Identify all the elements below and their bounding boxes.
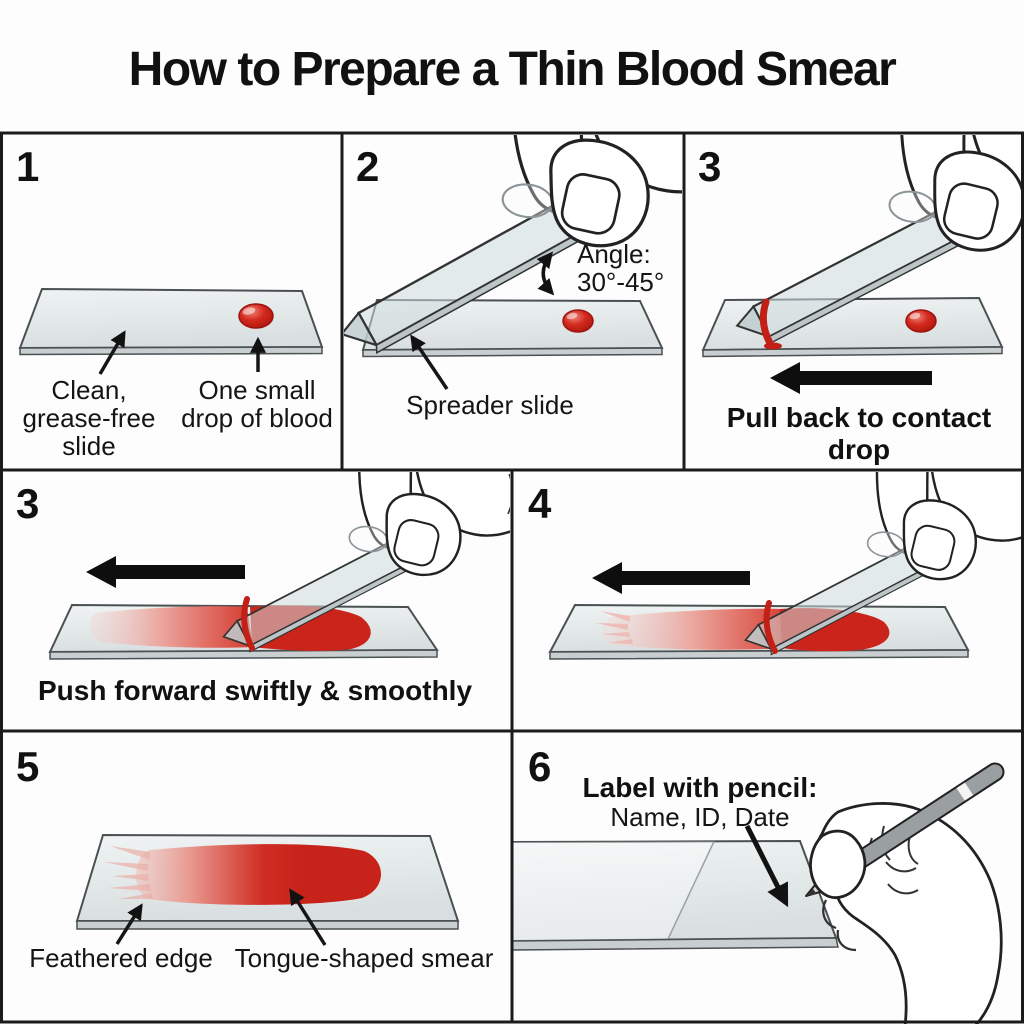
- caption-push-forward: Push forward swiftly & smoothly: [37, 675, 473, 706]
- step-number-1: 1: [16, 143, 40, 190]
- glass-slide-thickness: [511, 937, 839, 951]
- drop-highlight: [909, 312, 921, 320]
- smear-feather-spike: [104, 846, 153, 899]
- label-clean-slide: Clean, grease-free slide: [22, 375, 156, 462]
- pencil-graphite-tip: [806, 889, 817, 896]
- pointer-arrow: [744, 824, 789, 908]
- blood-drop: [905, 309, 937, 333]
- pointer-arrow: [410, 334, 449, 390]
- pencil-stripe: [956, 782, 974, 801]
- step-number-5: 5: [16, 743, 40, 790]
- blood-contact-line: [759, 298, 775, 349]
- label-tongue-smear: Tongue-shaped smear: [234, 943, 494, 973]
- step-number-4: 4: [528, 480, 552, 527]
- label-feathered-edge: Feathered edge: [29, 943, 213, 973]
- blood-drop: [562, 309, 594, 333]
- big-left-arrow: [770, 362, 932, 394]
- glass-slide-thickness: [19, 346, 323, 356]
- panel1-illustration: [18, 287, 324, 375]
- grid-lines: [0, 131, 1024, 1024]
- glass-slide-thickness: [49, 649, 438, 660]
- blood-smear-tongue: [135, 844, 381, 905]
- big-left-arrow: [592, 562, 750, 594]
- step-number-3: 3: [698, 143, 722, 190]
- slide-reflection: [512, 841, 714, 941]
- smear-feather-spike: [596, 611, 633, 644]
- panel6-illustration: [511, 762, 1005, 1024]
- pointer-arrow: [115, 903, 143, 945]
- thumb-over-pencil: [809, 829, 867, 899]
- glass-slide-thickness: [76, 920, 459, 930]
- caption-pull-back: Pull back to contact drop: [726, 402, 992, 465]
- drop-highlight: [242, 307, 256, 315]
- blood-contact-line: [763, 600, 778, 654]
- angle-arc-arrow: [536, 251, 555, 296]
- caption-label-pencil: Label with pencil:: [582, 772, 818, 803]
- drop-highlight: [566, 312, 578, 320]
- label-blood-drop: One small drop of blood: [181, 375, 333, 434]
- step-number-3b: 3: [16, 480, 40, 527]
- caption-name-id-date: Name, ID, Date: [610, 802, 790, 832]
- label-angle: Angle: 30°-45°: [577, 239, 665, 298]
- panel3-illustration: [701, 135, 1022, 411]
- blood-smear: [89, 606, 253, 648]
- panel4-illustration: [548, 472, 1022, 708]
- pointer-arrow: [289, 888, 327, 946]
- label-spreader-slide: Spreader slide: [406, 390, 574, 420]
- glass-slide-thickness: [362, 347, 663, 358]
- blood-pool: [764, 342, 782, 350]
- slide-reflection-line: [667, 841, 715, 940]
- curled-finger: [822, 899, 857, 952]
- big-left-arrow: [86, 556, 245, 588]
- panel3b-illustration: [48, 472, 510, 708]
- panel2-illustration: [344, 135, 682, 412]
- pointer-arrow: [98, 330, 126, 375]
- step-number-6: 6: [528, 743, 552, 790]
- blood-drop: [238, 303, 274, 329]
- blood-smear: [601, 608, 786, 650]
- glass-slide-thickness: [549, 649, 969, 660]
- panel5-illustration: [75, 833, 460, 946]
- blood-contact-line: [241, 596, 255, 651]
- page-title: How to Prepare a Thin Blood Smear: [128, 43, 897, 96]
- glass-slide: [18, 287, 324, 350]
- glass-slide-thickness: [702, 346, 1003, 358]
- step-number-2: 2: [356, 143, 380, 190]
